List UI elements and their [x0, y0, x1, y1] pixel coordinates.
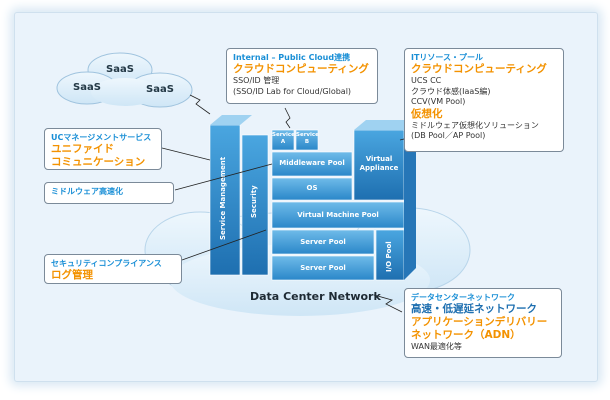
- block-server-pool-2: [271, 255, 375, 281]
- it-resource-head: ITリソース・プール: [411, 53, 484, 62]
- dc-network-title-1: 高速・低遅延ネットワーク: [411, 303, 537, 315]
- it-resource-title-2: 仮想化: [411, 107, 443, 120]
- callout-middleware-accel: ミドルウェア高速化: [44, 182, 174, 204]
- uc-title-2: コミュニケーション: [51, 156, 146, 168]
- block-service-b: [295, 129, 319, 151]
- arrow-middleware: [174, 163, 273, 191]
- public-cloud-title: クラウドコンピューティング: [233, 63, 369, 75]
- block-io-pool: [375, 229, 405, 281]
- it-resource-line-5: (DB Pool／AP Pool): [411, 131, 486, 140]
- uc-title-1: ユニファイド: [51, 143, 114, 155]
- label-vm-pool: Virtual Machine Pool: [297, 211, 379, 219]
- block-virtual-appliance: [353, 129, 405, 201]
- callout-it-resource: ITリソース・プール クラウドコンピューティング UCS CC クラウド体感(I…: [404, 48, 564, 152]
- dc-network-title-2: アプリケーションデリバリー: [411, 316, 548, 328]
- block-vm-pool: [271, 201, 405, 229]
- it-resource-title: クラウドコンピューティング: [411, 63, 547, 75]
- label-middleware-pool: Middleware Pool: [279, 159, 345, 167]
- callout-security: セキュリティコンプライアンス ログ管理: [44, 254, 182, 284]
- security-title: ログ管理: [51, 269, 93, 281]
- block-service-a: [271, 129, 295, 151]
- callout-public-cloud: Internal – Public Cloud連携 クラウドコンピューティング …: [226, 48, 378, 104]
- arrow-security: [181, 229, 267, 261]
- block-server-pool-1: [271, 229, 375, 255]
- block-os: [271, 177, 353, 201]
- saas-label-1: SaaS: [106, 64, 134, 75]
- label-server-pool-1: Server Pool: [300, 238, 346, 246]
- label-service-management: Service Management: [219, 156, 227, 240]
- arrow-public-cloud: [284, 107, 291, 129]
- callout-uc: UCマネージメントサービス ユニファイド コミュニケーション: [44, 128, 162, 170]
- it-resource-line-2: クラウド体感(IaaS編): [411, 86, 491, 96]
- uc-head: UCマネージメントサービス: [51, 133, 152, 142]
- dc-network-head: データセンターネットワーク: [411, 293, 515, 302]
- arrow-uc: [161, 147, 211, 161]
- security-head: セキュリティコンプライアンス: [51, 259, 162, 268]
- middleware-accel-head: ミドルウェア高速化: [51, 187, 123, 196]
- dc-network-title-3: ネットワーク（ADN）: [411, 329, 521, 341]
- label-security: Security: [250, 185, 258, 218]
- label-server-pool-2: Server Pool: [300, 264, 346, 272]
- arrow-saas: [189, 94, 211, 115]
- it-resource-line-3: CCV(VM Pool): [411, 97, 466, 106]
- it-resource-line-1: UCS CC: [411, 76, 442, 85]
- network-label: Data Center Network: [250, 290, 381, 303]
- dc-network-line-1: WAN最適化等: [411, 342, 462, 351]
- block-security: [241, 134, 269, 276]
- stack-blocks: [209, 115, 416, 281]
- public-cloud-line-2: (SSO/ID Lab for Cloud/Global): [233, 86, 352, 96]
- it-resource-line-4: ミドルウェア仮想化ソリューション: [411, 120, 539, 130]
- label-io-pool: I/O Pool: [385, 241, 393, 272]
- block-middleware-pool: [271, 151, 353, 177]
- saas-label-2: SaaS: [73, 82, 101, 93]
- arrow-network: [373, 294, 403, 313]
- label-os: OS: [306, 184, 318, 192]
- saas-label-3: SaaS: [146, 84, 174, 95]
- saas-cloud: [56, 52, 193, 108]
- public-cloud-line-1: SSO/ID 管理: [233, 76, 280, 85]
- callout-dc-network: データセンターネットワーク 高速・低遅延ネットワーク アプリケーションデリバリー…: [404, 288, 562, 358]
- public-cloud-head: Internal – Public Cloud連携: [233, 53, 351, 62]
- block-service-management: [209, 124, 241, 276]
